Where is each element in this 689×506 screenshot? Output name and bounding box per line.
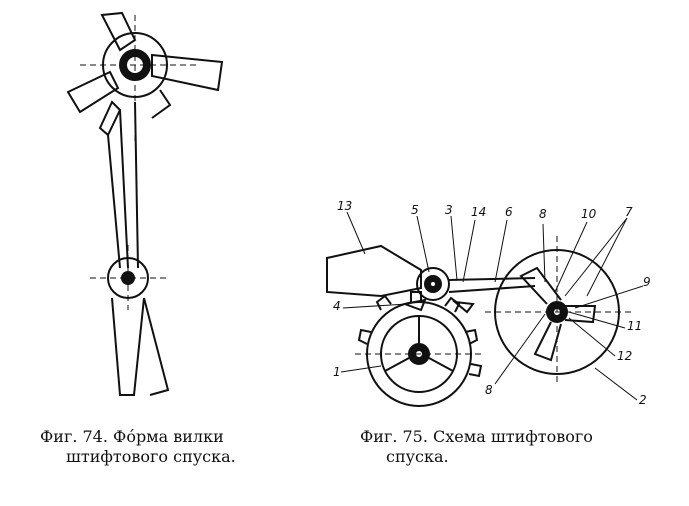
figure-75-caption-line2: спуска. bbox=[386, 447, 449, 466]
balance-wheel bbox=[485, 236, 635, 386]
label-6: 6 bbox=[505, 205, 513, 219]
label-12: 12 bbox=[617, 349, 632, 363]
label-11: 11 bbox=[627, 319, 642, 333]
escape-wheel bbox=[355, 291, 485, 407]
figure-75-caption-line1: Фиг. 75. Схема штифтового bbox=[360, 427, 593, 446]
leader-lines bbox=[340, 211, 644, 401]
figure-74-fork-drawing bbox=[66, 11, 224, 396]
label-8-top: 8 bbox=[539, 207, 547, 221]
figure-74-caption-line1: Фиг. 74. Фо́рма вилки bbox=[40, 427, 224, 446]
fork-lever bbox=[90, 100, 170, 396]
label-3: 3 bbox=[445, 203, 453, 217]
label-9: 9 bbox=[643, 275, 651, 289]
label-13: 13 bbox=[337, 199, 352, 213]
label-14: 14 bbox=[471, 205, 486, 219]
label-4: 4 bbox=[333, 299, 341, 313]
figure-74-caption-line2: штифтового спуска. bbox=[66, 447, 236, 466]
label-10: 10 bbox=[581, 207, 597, 221]
label-8-bottom: 8 bbox=[485, 383, 493, 397]
label-1: 1 bbox=[333, 365, 341, 379]
figure-74-caption: Фиг. 74. Фо́рма вилки штифтового спуска. bbox=[40, 427, 300, 467]
pallet-lever bbox=[326, 244, 536, 314]
label-5: 5 bbox=[411, 203, 419, 217]
figure-75-escapement-diagram: 13 5 3 14 6 8 10 7 9 4 11 12 1 8 2 bbox=[326, 199, 651, 407]
label-2: 2 bbox=[639, 393, 647, 407]
figure-75-caption: Фиг. 75. Схема штифтового спуска. bbox=[360, 427, 660, 467]
label-7: 7 bbox=[625, 205, 633, 219]
